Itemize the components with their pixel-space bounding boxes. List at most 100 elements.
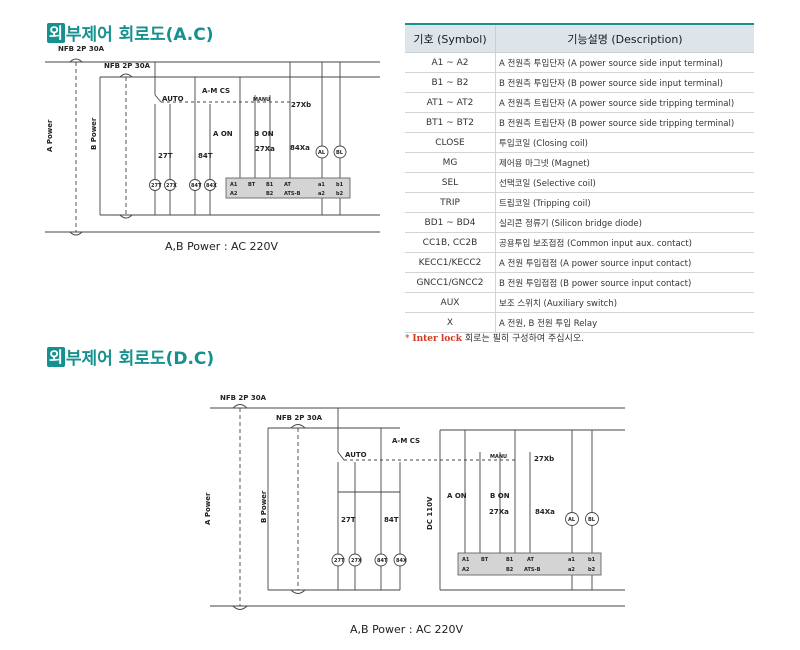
dc-84t-coil-label: 84T — [377, 558, 388, 564]
ac-84x-coil-label: 84X — [206, 183, 217, 189]
legend-description: B 전원측 투입단자 (B power source side input te… — [495, 72, 754, 93]
legend-symbol: TRIP — [405, 192, 496, 213]
ac-amcs-label: A-M CS — [202, 87, 230, 95]
dc-al-lamp-label: AL — [568, 517, 576, 523]
terminal-label: b1 — [336, 182, 344, 188]
dc-auto-label: AUTO — [345, 451, 367, 459]
terminal-label: B2 — [506, 567, 514, 573]
dc-aon-label: A ON — [447, 492, 467, 500]
ac-circuit-diagram — [45, 58, 380, 236]
dc-27xb-label: 27Xb — [534, 455, 554, 463]
terminal-label: A2 — [230, 191, 238, 197]
dc-27t-coil-label: 27T — [334, 558, 345, 564]
terminal-label: b1 — [588, 557, 596, 563]
terminal-label: AT — [527, 557, 534, 563]
legend-header-row: 기호 (Symbol) 기능설명 (Description) — [405, 23, 754, 53]
legend-description: B 전원측 트립단자 (B power source side tripping… — [495, 112, 754, 133]
legend-description: 트립코일 (Tripping coil) — [495, 192, 754, 213]
ac-terminal-bottom-row: A2 B2 ATS-B a2 b2 — [230, 191, 344, 197]
ac-nfb-b-label: NFB 2P 30A — [104, 62, 151, 70]
dc-84x-coil-label: 84X — [396, 558, 407, 564]
terminal-label: a1 — [568, 557, 575, 563]
dc-27x-coil-label: 27X — [351, 558, 362, 564]
ac-circuit-labels: NFB 2P 30A NFB 2P 30A A Power B Power AU… — [46, 45, 344, 253]
ac-aon-label: A ON — [213, 130, 233, 138]
legend-symbol: GNCC1/GNCC2 — [405, 272, 496, 293]
dc-amcs-label: A-M CS — [392, 437, 420, 445]
legend-symbol: AUX — [405, 292, 496, 313]
ac-nfb-a-label: NFB 2P 30A — [58, 45, 105, 53]
legend-description: 제어용 마그넷 (Magnet) — [495, 152, 754, 173]
legend-symbol: CLOSE — [405, 132, 496, 153]
interlock-note: * Inter lock 회로는 필히 구성하여 주십시오. — [405, 331, 584, 344]
ac-auto-label: AUTO — [162, 95, 184, 103]
legend-symbol: CC1B, CC2B — [405, 232, 496, 253]
terminal-label: BT — [481, 557, 489, 563]
terminal-label: b2 — [588, 567, 596, 573]
legend-description: 보조 스위치 (Auxiliary switch) — [495, 292, 754, 313]
ac-manu-label: MANU — [253, 97, 270, 103]
terminal-label: A2 — [462, 567, 470, 573]
terminal-label: B2 — [266, 191, 274, 197]
heading-mark: 외 — [47, 22, 65, 43]
ac-a-power-label: A Power — [46, 119, 54, 152]
ac-27t-label: 27T — [158, 152, 173, 160]
dc-voltage-label: DC 110V — [426, 496, 434, 530]
ac-27x-coil-label: 27X — [166, 183, 177, 189]
heading-mark: 외 — [47, 346, 65, 367]
heading-text: 부제어 회로도(D.C) — [65, 349, 215, 369]
ac-b-power-label: B Power — [90, 117, 98, 150]
terminal-label: a2 — [318, 191, 325, 197]
terminal-label: AT — [284, 182, 291, 188]
terminal-label: A1 — [462, 557, 470, 563]
terminal-label: b2 — [336, 191, 344, 197]
legend-symbol: AT1 ~ AT2 — [405, 92, 496, 113]
legend-symbol: BT1 ~ BT2 — [405, 112, 496, 133]
ac-27xb-label: 27Xb — [291, 101, 311, 109]
legend-symbol: A1 ~ A2 — [405, 52, 496, 73]
dc-b-power-label: B Power — [260, 490, 268, 523]
legend-symbol: B1 ~ B2 — [405, 72, 496, 93]
ac-al-lamp-label: AL — [318, 150, 326, 156]
legend-header-description: 기능설명 (Description) — [495, 23, 754, 53]
ac-27xa-label: 27Xa — [255, 145, 275, 153]
dc-bon-label: B ON — [490, 492, 510, 500]
legend-symbol: SEL — [405, 172, 496, 193]
ac-84xa-label: 84Xa — [290, 144, 310, 152]
dc-84t-label: 84T — [384, 516, 399, 524]
dc-84xa-label: 84Xa — [535, 508, 555, 516]
ac-power-caption: A,B Power : AC 220V — [165, 240, 279, 253]
terminal-label: a2 — [568, 567, 575, 573]
legend-description: A 전원, B 전원 투입 Relay — [495, 312, 754, 333]
heading-text: 부제어 회로도(A.C) — [65, 25, 214, 45]
dc-nfb-a-label: NFB 2P 30A — [220, 394, 267, 402]
legend-description: A 전원측 투입단자 (A power source side input te… — [495, 52, 754, 73]
terminal-label: a1 — [318, 182, 325, 188]
legend-header-symbol: 기호 (Symbol) — [405, 23, 496, 53]
legend-description: 투입코일 (Closing coil) — [495, 132, 754, 153]
legend-symbol: BD1 ~ BD4 — [405, 212, 496, 233]
terminal-label: B1 — [266, 182, 274, 188]
dc-27xa-label: 27Xa — [489, 508, 509, 516]
dc-terminal-bottom-row: A2 B2 ATS-B a2 b2 — [462, 567, 596, 573]
ac-bon-label: B ON — [254, 130, 274, 138]
legend-symbol: MG — [405, 152, 496, 173]
dc-bl-lamp-label: BL — [588, 517, 596, 523]
ac-circuit-heading: 외 부제어 회로도(A.C) — [47, 20, 214, 45]
dc-a-power-label: A Power — [204, 492, 212, 525]
